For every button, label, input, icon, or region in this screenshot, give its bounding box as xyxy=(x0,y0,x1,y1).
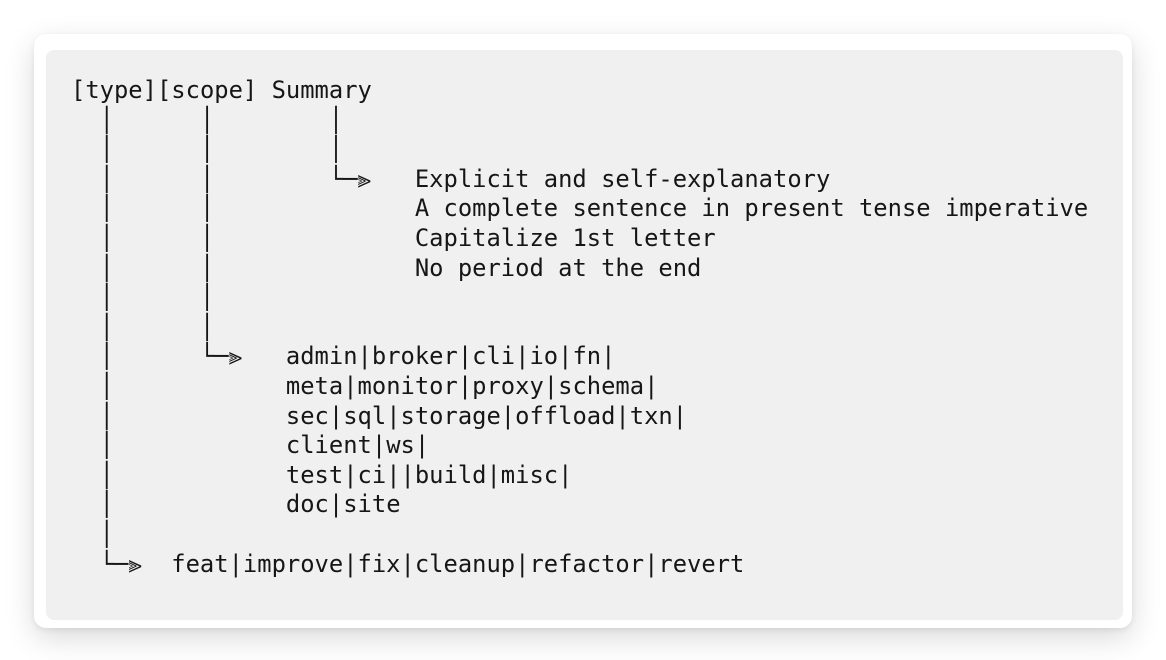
type-values: feat|improve|fix|cleanup|refactor|revert xyxy=(142,549,745,578)
summary-rule-line: │ │ No period at the end xyxy=(71,254,1107,284)
scope-values-line: │ doc|site xyxy=(71,490,1107,520)
summary-rule-3: │ │ Capitalize 1st letter xyxy=(71,223,716,252)
pipes-line: │ │ xyxy=(71,312,215,341)
summary-rule-1: Explicit and self-explanatory xyxy=(371,164,831,193)
summary-rule-line: │ │ Capitalize 1st letter xyxy=(71,224,1107,254)
header-line: [type][scope] Summary xyxy=(71,76,1107,106)
scope-values-5: │ test|ci||build|misc| xyxy=(71,460,573,489)
scope-values-line: │ test|ci||build|misc| xyxy=(71,461,1107,491)
scope-values-line: │ meta|monitor|proxy|schema| xyxy=(71,372,1107,402)
commit-format-card: [type][scope] Summary │ │ │ │ │ │ │ │ └─… xyxy=(34,34,1132,628)
code-block-panel: [type][scope] Summary │ │ │ │ │ │ │ │ └─… xyxy=(46,50,1123,620)
scope-values-2: │ meta|monitor|proxy|schema| xyxy=(71,371,659,400)
triple-chevron-arrow-icon: ⫸ xyxy=(228,342,243,371)
triple-chevron-arrow-icon: ⫸ xyxy=(128,549,142,578)
scope-arrow-line: │ └─⫸ admin|broker|cli|io|fn| xyxy=(71,342,616,371)
summary-arrow-line: │ │ └─⫸ Explicit and self-explanatory xyxy=(71,164,831,193)
scope-values-4: │ client|ws| xyxy=(71,431,430,460)
scope-values-line: │ sec|sql|storage|offload|txn| xyxy=(71,402,1107,432)
triple-chevron-arrow-icon: ⫸ xyxy=(357,164,371,193)
scope-values-3: │ sec|sql|storage|offload|txn| xyxy=(71,401,688,430)
pipes-line: │ │ │ xyxy=(71,135,344,164)
summary-rule-4: │ │ No period at the end xyxy=(71,253,702,282)
scope-values-1: admin|broker|cli|io|fn| xyxy=(242,342,616,371)
header-text: [type][scope] Summary xyxy=(71,76,372,104)
summary-rule-2: │ │ A complete sentence in present tense… xyxy=(71,194,1089,223)
pipes-line: │ xyxy=(71,519,114,548)
summary-rule-line: │ │ A complete sentence in present tense… xyxy=(71,194,1107,224)
pipes-line: │ │ xyxy=(71,283,215,312)
scope-values-6: │ doc|site xyxy=(71,490,401,519)
type-arrow-line: └─⫸ feat|improve|fix|cleanup|refactor|re… xyxy=(71,549,745,578)
commit-format-diagram: [type][scope] Summary │ │ │ │ │ │ │ │ └─… xyxy=(71,76,1107,579)
pipes-line: │ │ │ xyxy=(71,105,344,134)
scope-values-line: │ client|ws| xyxy=(71,431,1107,461)
